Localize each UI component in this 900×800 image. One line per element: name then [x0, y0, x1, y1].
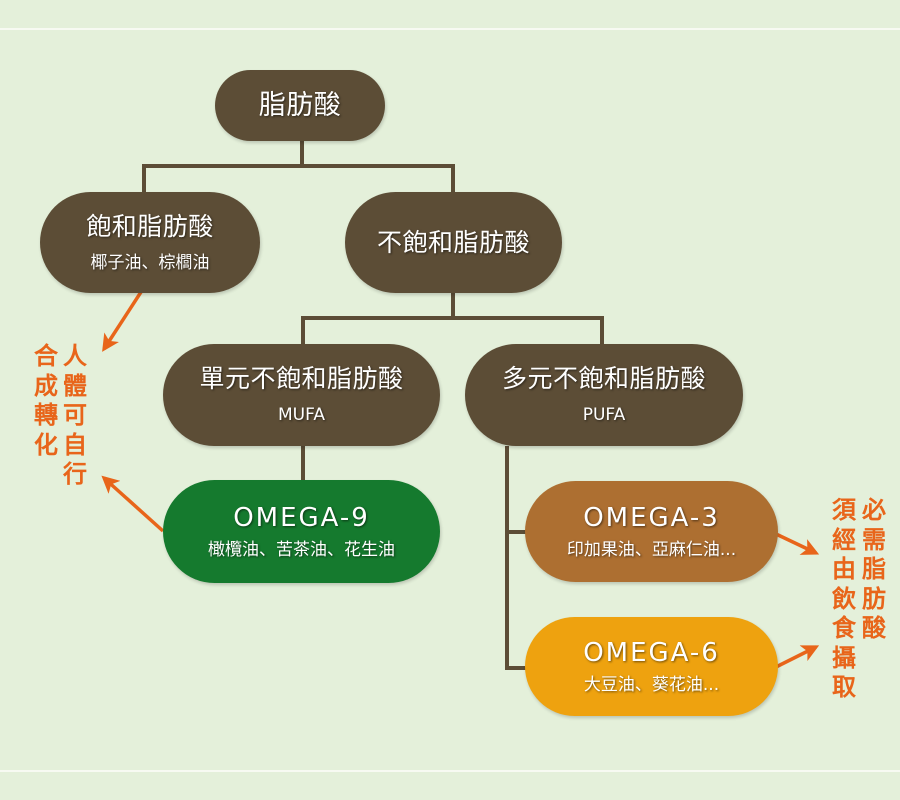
node-pufa-title: 多元不飽和脂肪酸	[501, 364, 706, 393]
node-saturated-title: 飽和脂肪酸	[86, 211, 214, 241]
bottom-divider	[0, 770, 900, 772]
node-pufa: 多元不飽和脂肪酸 PUFA	[465, 344, 743, 446]
left-note-line2: 合成轉化	[34, 342, 58, 459]
connector-root-children	[142, 164, 455, 192]
node-omega6-title: OMEGA-6	[583, 637, 720, 668]
node-mufa-title: 單元不飽和脂肪酸	[199, 364, 404, 393]
arrow-omega3-to-right-note	[775, 532, 820, 555]
node-omega9-examples: 橄欖油、苦茶油、花生油	[208, 539, 395, 560]
connector-pufa-omega	[505, 446, 526, 670]
node-omega3-examples: 印加果油、亞麻仁油...	[566, 539, 737, 560]
node-fatty-acid-title: 脂肪酸	[258, 89, 342, 121]
node-saturated-examples: 椰子油、棕櫚油	[90, 252, 210, 273]
left-note-line1: 人體可自行	[63, 342, 87, 488]
arrow-saturated-to-left-note	[102, 291, 143, 352]
top-divider	[0, 28, 900, 30]
node-omega6-examples: 大豆油、葵花油...	[583, 674, 720, 695]
node-unsaturated: 不飽和脂肪酸	[345, 192, 562, 293]
tree-connectors	[142, 141, 604, 670]
node-fatty-acid: 脂肪酸	[215, 70, 385, 141]
right-note-line2: 須經由飲食攝取	[832, 496, 856, 701]
node-omega9-title: OMEGA-9	[233, 502, 370, 533]
node-mufa: 單元不飽和脂肪酸 MUFA	[163, 344, 440, 446]
node-pufa-abbr: PUFA	[582, 405, 626, 425]
node-unsaturated-title: 不飽和脂肪酸	[376, 227, 530, 257]
node-omega3: OMEGA-3 印加果油、亞麻仁油...	[525, 481, 778, 582]
node-omega6: OMEGA-6 大豆油、葵花油...	[525, 617, 778, 716]
right-note-line1: 必需脂肪酸	[862, 496, 886, 642]
arrow-omega9-to-left-note	[101, 475, 165, 533]
node-saturated: 飽和脂肪酸 椰子油、棕櫚油	[40, 192, 260, 293]
node-omega3-title: OMEGA-3	[583, 502, 720, 533]
arrow-omega6-to-right-note	[775, 645, 820, 669]
node-mufa-abbr: MUFA	[278, 405, 325, 425]
node-omega9: OMEGA-9 橄欖油、苦茶油、花生油	[163, 480, 440, 583]
connector-unsat-children	[301, 316, 604, 344]
